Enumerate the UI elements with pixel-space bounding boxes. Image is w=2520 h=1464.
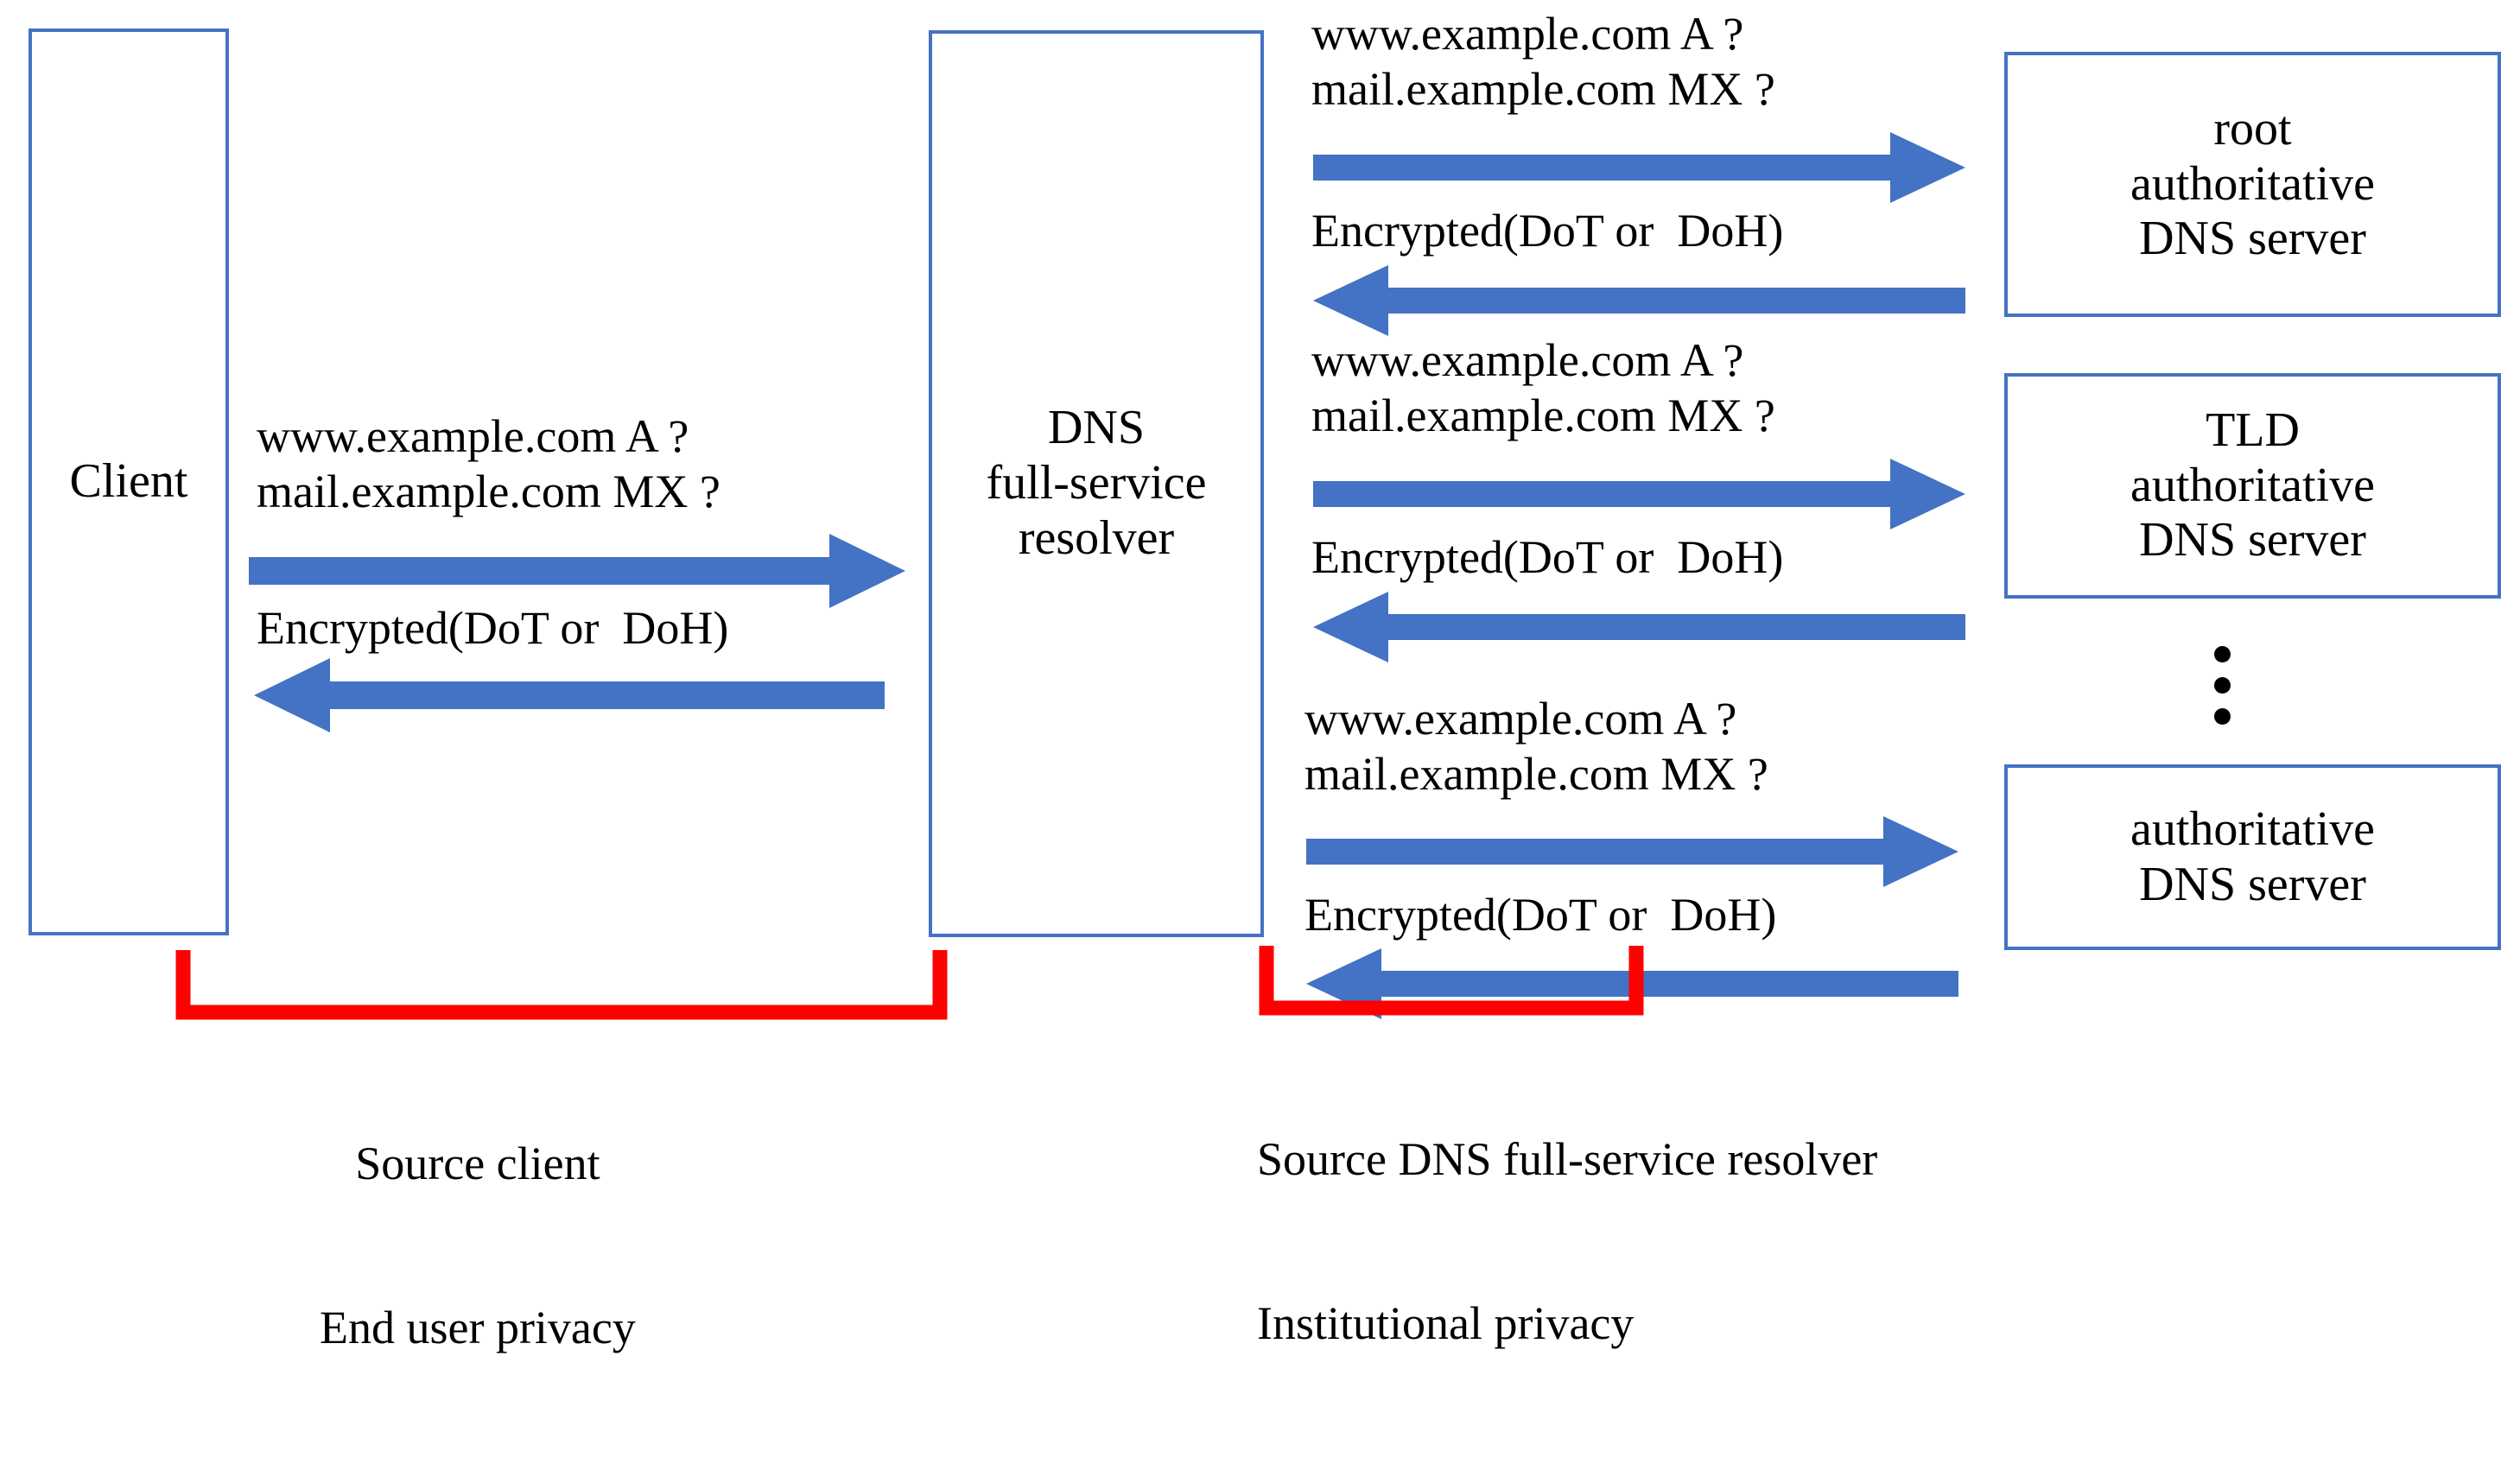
exchange-resolver-auth-query-line2: mail.example.com MX ?	[1304, 748, 1768, 800]
arrow-resolver-to-client-response	[254, 658, 885, 732]
node-tld-authoritative-dns-server[interactable]: TLD authoritative DNS server	[2004, 373, 2501, 599]
node-resolver-label-line2: full-service	[986, 456, 1207, 510]
node-client-label: Client	[69, 454, 188, 509]
exchange-resolver-root-response-label: Encrypted(DoT or DoH)	[1311, 205, 1784, 257]
node-root-label-group: root authoritative DNS server	[2130, 102, 2375, 267]
ellipsis-dot	[2213, 646, 2231, 662]
scope-bracket-left	[175, 950, 948, 1020]
node-auth-label-line1: authoritative	[2130, 802, 2375, 856]
node-auth-label-group: authoritative DNS server	[2130, 802, 2375, 913]
node-resolver-label-line3: resolver	[1018, 510, 1175, 565]
scope-caption-left-line2: End user privacy	[320, 1301, 636, 1353]
exchange-resolver-tld-query-line1: www.example.com A ?	[1311, 334, 1744, 386]
exchange-resolver-root-query-line1: www.example.com A ?	[1311, 8, 1744, 60]
node-client[interactable]: Client	[29, 29, 229, 935]
exchange-resolver-auth-response-label: Encrypted(DoT or DoH)	[1304, 889, 1777, 941]
scope-bracket-right	[1259, 946, 1644, 1016]
node-resolver-label-group: DNS full-service resolver	[987, 401, 1207, 566]
node-resolver-label-line1: DNS	[1047, 401, 1145, 455]
ellipsis-dot	[2213, 708, 2231, 725]
scope-caption-right-line1: Source DNS full-service resolver	[1257, 1133, 1878, 1186]
exchange-resolver-tld-query-line2: mail.example.com MX ?	[1311, 390, 1775, 441]
vertical-ellipsis-icon	[2205, 646, 2239, 736]
node-tld-label-line1: TLD	[2206, 402, 2300, 457]
arrow-tld-to-resolver-response	[1313, 592, 1965, 662]
arrow-resolver-to-root-request	[1313, 132, 1965, 203]
node-root-authoritative-dns-server[interactable]: root authoritative DNS server	[2004, 52, 2501, 317]
node-tld-label-group: TLD authoritative DNS server	[2130, 403, 2375, 568]
exchange-resolver-root-query-line2: mail.example.com MX ?	[1311, 63, 1775, 115]
exchange-resolver-auth-query-line1: www.example.com A ?	[1304, 693, 1737, 745]
node-tld-label-line2: authoritative	[2130, 458, 2375, 512]
node-dns-full-service-resolver[interactable]: DNS full-service resolver	[929, 30, 1264, 937]
scope-caption-right-line2: Institutional privacy	[1257, 1296, 1635, 1349]
node-root-label-line3: DNS server	[2139, 212, 2366, 266]
exchange-client-resolver-query-line2: mail.example.com MX ?	[257, 466, 720, 517]
node-tld-label-line3: DNS server	[2139, 513, 2366, 567]
exchange-client-resolver-response-label: Encrypted(DoT or DoH)	[257, 602, 729, 654]
scope-caption-left: Source client End user privacy	[320, 1028, 636, 1464]
arrow-root-to-resolver-response	[1313, 265, 1965, 336]
arrow-resolver-to-auth-request	[1306, 816, 1958, 887]
ellipsis-dot	[2213, 677, 2231, 694]
exchange-resolver-tld-response-label: Encrypted(DoT or DoH)	[1311, 531, 1784, 583]
node-auth-label-line2: DNS server	[2139, 857, 2366, 911]
scope-caption-right: Source DNS full-service resolver Institu…	[1257, 1024, 1877, 1460]
arrow-client-to-resolver-request	[249, 534, 905, 608]
diagram-canvas: Client DNS full-service resolver root au…	[29, 8, 2501, 1353]
node-authoritative-dns-server[interactable]: authoritative DNS server	[2004, 764, 2501, 950]
scope-caption-left-line1: Source client	[355, 1138, 600, 1190]
node-root-label-line1: root	[2213, 101, 2292, 155]
node-root-label-line2: authoritative	[2130, 156, 2375, 211]
exchange-client-resolver-query-line1: www.example.com A ?	[257, 410, 689, 462]
arrow-resolver-to-tld-request	[1313, 459, 1965, 529]
